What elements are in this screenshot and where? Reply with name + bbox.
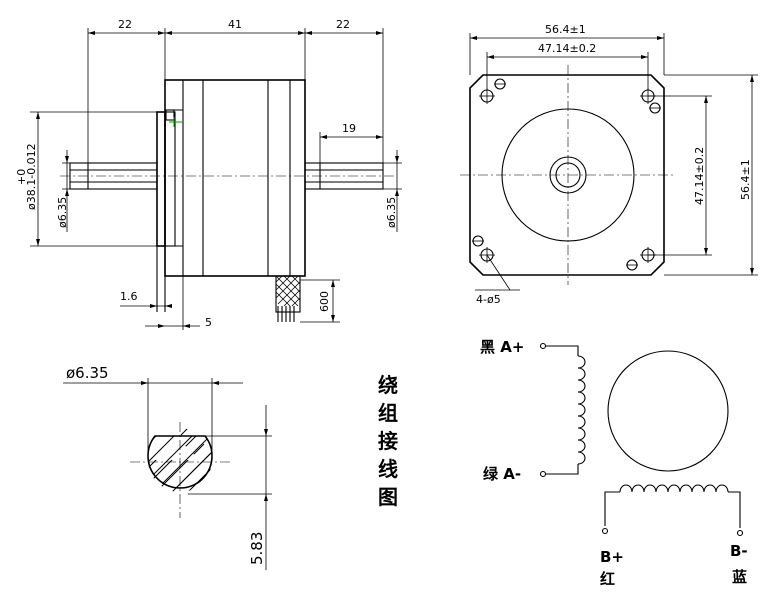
dim-pilot-diameter: ø38.1-0.012 <box>25 143 38 210</box>
dim-section-diameter: ø6.35 <box>66 364 109 382</box>
dim-hole-spacing-h: 47.14±0.2 <box>538 42 596 55</box>
wiring-title: 绕 组 接 线 图 <box>378 373 398 509</box>
label-b-plus: B+ <box>600 548 624 566</box>
wiring-title-char-5: 图 <box>378 485 398 509</box>
front-view: 56.4±1 47.14±0.2 <box>460 23 758 306</box>
label-b-minus-color: 蓝 <box>732 568 747 586</box>
dim-left-shaft: 22 <box>118 18 132 31</box>
wiring-title-char-1: 绕 <box>378 373 398 397</box>
wiring-diagram: 黑 A+ 绿 A- B+ 红 B- 蓝 <box>480 338 748 588</box>
wiring-title-char-3: 接 <box>378 429 398 453</box>
dim-right-shaft: 22 <box>336 18 350 31</box>
dim-lead-length: 600 <box>318 291 331 312</box>
dim-holes: 4-ø5 <box>476 293 501 306</box>
side-view: 22 41 22 19 <box>15 18 402 330</box>
dim-body-length: 41 <box>228 18 242 31</box>
label-b-plus-color: 红 <box>600 570 615 588</box>
label-a-plus: 黑 A+ <box>480 338 524 356</box>
dim-flange-thickness: 1.6 <box>120 290 138 303</box>
dim-flat-length: 19 <box>342 122 356 135</box>
dim-shaft-diameter-left: ø6.35 <box>56 197 69 228</box>
dim-front-width: 56.4±1 <box>545 23 586 36</box>
dim-pilot-tolerance: +0 <box>15 169 28 185</box>
label-a-minus: 绿 A- <box>483 465 521 483</box>
dim-shaft-diameter-right: ø6.35 <box>385 197 398 228</box>
wiring-title-char-2: 组 <box>378 401 398 425</box>
dim-section-flat: 5.83 <box>248 532 266 565</box>
shaft-section: ø6.35 <box>63 364 272 570</box>
label-b-minus: B- <box>730 542 748 560</box>
wiring-title-char-4: 线 <box>378 457 398 481</box>
dim-front-height: 56.4±1 <box>739 159 752 200</box>
dim-pilot-height: 5 <box>205 316 212 329</box>
dim-hole-spacing-v: 47.14±0.2 <box>693 147 706 205</box>
